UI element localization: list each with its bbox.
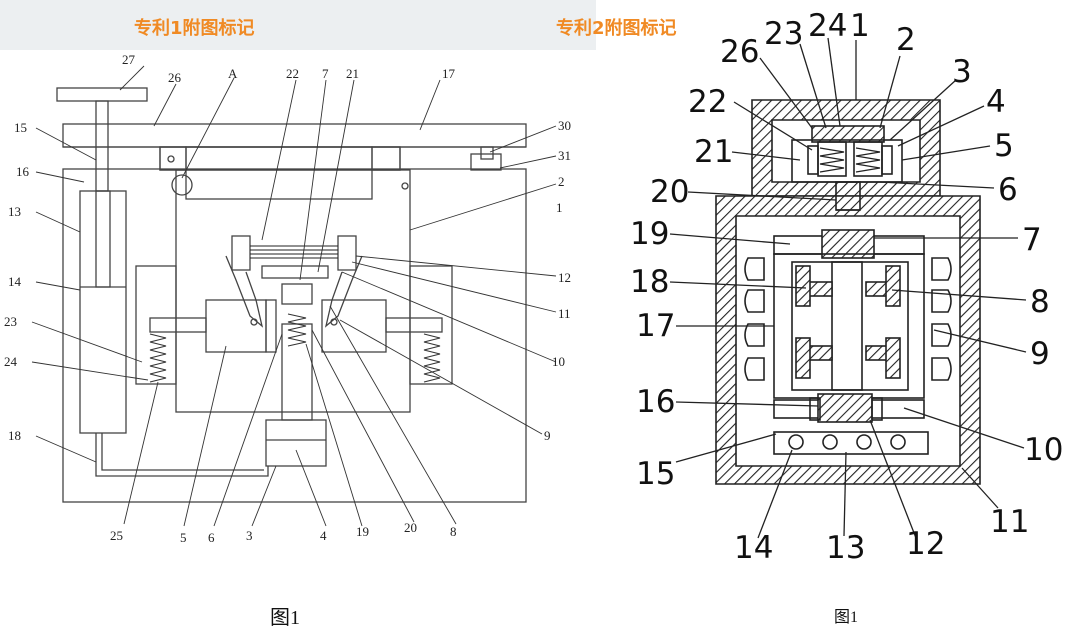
patent1-diagram: 27 26 A 22 7 21 17 15 16 13 14 23 24 18 … (4, 52, 571, 629)
label-4: 4 (986, 84, 1006, 120)
label-7: 7 (1022, 222, 1042, 258)
label-24: 24 (808, 8, 847, 44)
label-25: 25 (110, 528, 123, 543)
label-9: 9 (544, 428, 551, 443)
label-11: 11 (990, 504, 1029, 540)
patent2-diagram: 26 23 24 1 2 3 22 4 21 5 20 6 19 7 18 8 … (630, 8, 1063, 626)
label-27: 27 (122, 52, 136, 67)
left-title: 专利1附图标记 (134, 18, 255, 39)
label-17: 17 (442, 66, 456, 81)
label-15: 15 (14, 120, 27, 135)
label-5: 5 (180, 530, 187, 545)
label-2: 2 (558, 174, 565, 189)
cylinder-body (185, 146, 373, 200)
main-housing (715, 195, 981, 485)
label-4: 4 (320, 528, 327, 543)
bottom-motor (265, 419, 327, 467)
top-bar (62, 123, 527, 148)
top-housing (751, 99, 941, 197)
label-30: 30 (558, 118, 571, 133)
label-26: 26 (720, 34, 759, 70)
center-slider (205, 299, 267, 353)
label-9: 9 (1030, 336, 1050, 372)
label-10: 10 (552, 354, 565, 369)
label-10: 10 (1024, 432, 1063, 468)
label-16: 16 (16, 164, 30, 179)
label-14: 14 (8, 274, 22, 289)
label-26: 26 (168, 70, 182, 85)
label-11: 11 (558, 306, 571, 321)
label-22: 22 (688, 84, 727, 120)
label-20: 20 (404, 520, 417, 535)
right-title: 专利2附图标记 (556, 18, 677, 39)
label-21: 21 (694, 134, 733, 170)
left-cylinder (79, 190, 127, 434)
label-19: 19 (356, 524, 369, 539)
label-21: 21 (346, 66, 359, 81)
label-19: 19 (630, 216, 669, 252)
label-5: 5 (994, 128, 1014, 164)
label-18: 18 (8, 428, 21, 443)
detail-A-circle (171, 174, 193, 196)
label-18: 18 (630, 264, 669, 300)
left-figure-caption: 图1 (270, 607, 300, 629)
label-24: 24 (4, 354, 18, 369)
handle-rod (95, 100, 109, 192)
label-1: 1 (556, 200, 563, 215)
label-16: 16 (636, 384, 675, 420)
right-figure-caption: 图1 (834, 609, 858, 626)
label-13: 13 (826, 530, 865, 566)
label-6: 6 (208, 530, 215, 545)
outer-housing (62, 168, 527, 503)
label-23: 23 (764, 16, 803, 52)
label-22: 22 (286, 66, 299, 81)
label-1: 1 (850, 8, 870, 44)
label-3: 3 (952, 54, 972, 90)
label-17: 17 (636, 308, 675, 344)
handle-top (56, 87, 148, 102)
label-14: 14 (734, 530, 773, 566)
label-2: 2 (896, 22, 916, 58)
label-3: 3 (246, 528, 253, 543)
label-12: 12 (906, 526, 945, 562)
label-13: 13 (8, 204, 21, 219)
label-20: 20 (650, 174, 689, 210)
label-8: 8 (1030, 284, 1050, 320)
label-15: 15 (636, 456, 675, 492)
label-12: 12 (558, 270, 571, 285)
label-6: 6 (998, 172, 1018, 208)
inner-chamber (175, 169, 411, 413)
label-31: 31 (558, 148, 571, 163)
label-8: 8 (450, 524, 457, 539)
left-panel: 27 26 A 22 7 21 17 15 16 13 14 23 24 18 … (0, 0, 596, 629)
label-7: 7 (322, 66, 329, 81)
label-A: A (228, 66, 238, 81)
label-23: 23 (4, 314, 17, 329)
right-panel: 26 23 24 1 2 3 22 4 21 5 20 6 19 7 18 8 … (556, 0, 1080, 629)
